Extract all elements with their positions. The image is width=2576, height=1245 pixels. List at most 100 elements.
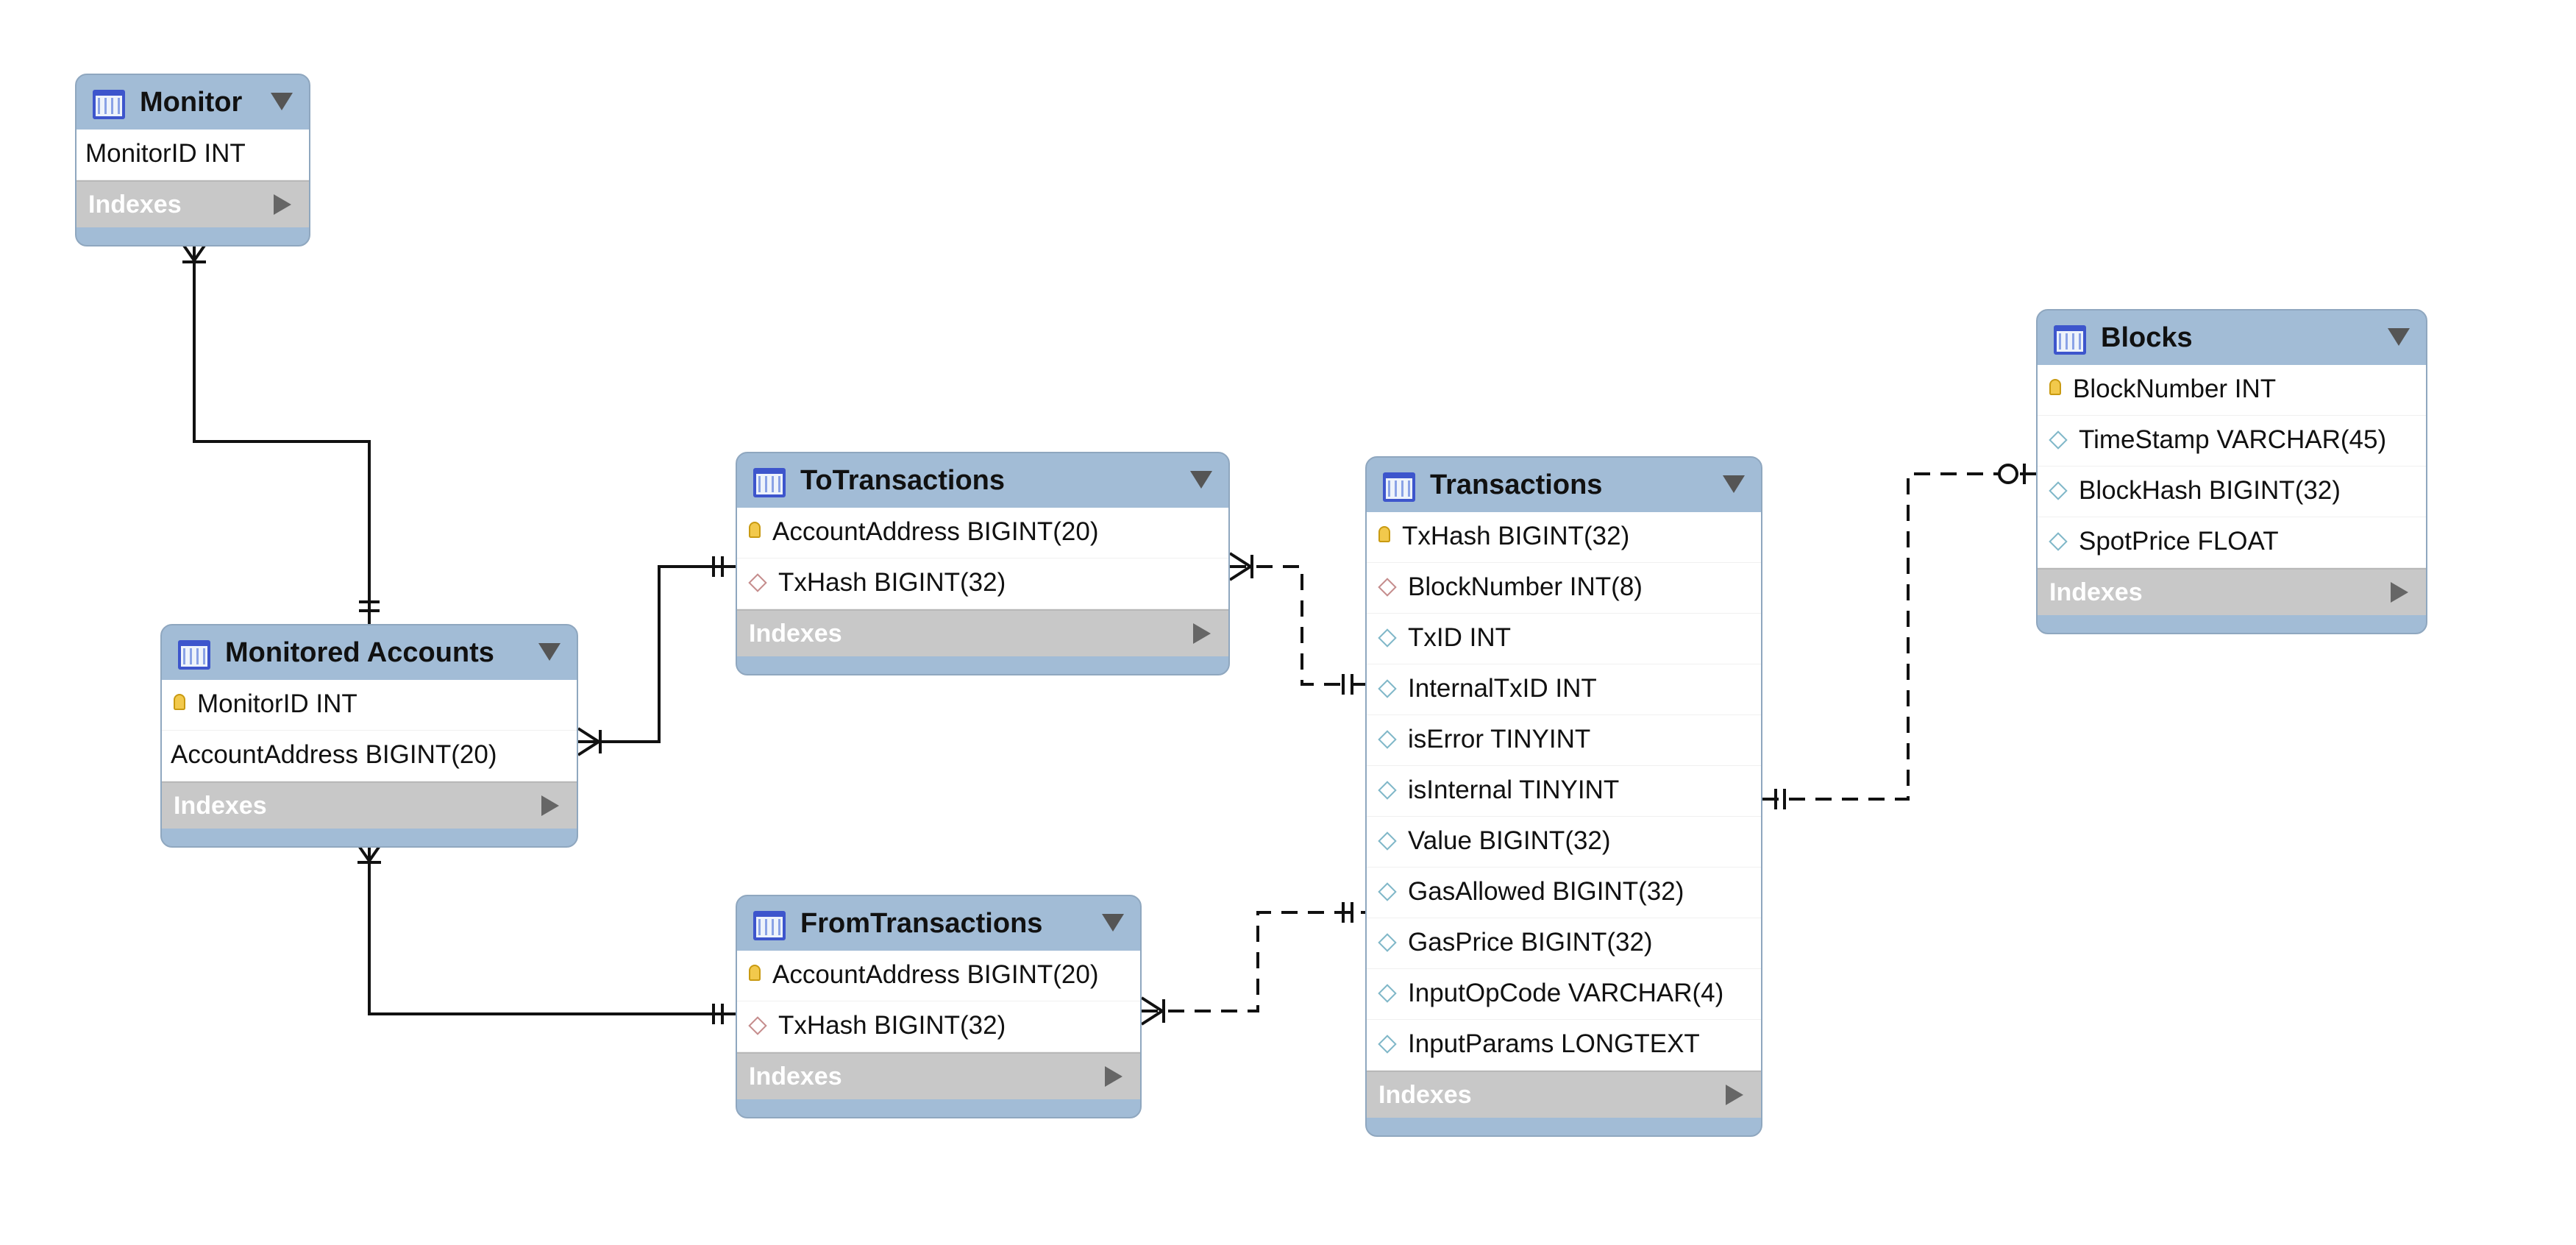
exactly-one-marker bbox=[1774, 789, 1786, 809]
table-title: ToTransactions bbox=[800, 465, 1006, 496]
dropdown-triangle-icon[interactable] bbox=[2388, 328, 2410, 346]
column-name: InputParams LONGTEXT bbox=[1408, 1029, 1700, 1058]
table-footer bbox=[162, 829, 577, 846]
table-footer bbox=[737, 1099, 1140, 1117]
expand-arrow-icon[interactable] bbox=[1193, 623, 1211, 644]
dropdown-triangle-icon[interactable] bbox=[1723, 475, 1745, 493]
column-row[interactable]: BlockHash BIGINT(32) bbox=[2038, 467, 2426, 517]
column-row[interactable]: isError TINYINT bbox=[1367, 715, 1761, 766]
column-name: TxID INT bbox=[1408, 623, 1511, 652]
column-row[interactable]: BlockNumber INT bbox=[2038, 365, 2426, 416]
relationship-transactions-blocks bbox=[1762, 472, 2036, 801]
expand-arrow-icon[interactable] bbox=[541, 795, 559, 816]
column-row[interactable]: SpotPrice FLOAT bbox=[2038, 517, 2426, 568]
column-diamond-icon bbox=[1378, 628, 1397, 648]
table-icon bbox=[753, 468, 786, 497]
column-diamond-icon bbox=[2049, 532, 2068, 551]
column-diamond-icon bbox=[1378, 882, 1397, 901]
table-title: Transactions bbox=[1430, 469, 1603, 500]
column-name: isInternal TINYINT bbox=[1408, 776, 1620, 804]
table-header: Monitored Accounts bbox=[162, 625, 577, 680]
column-diamond-icon bbox=[1378, 1035, 1397, 1054]
exactly-one-marker bbox=[712, 1004, 724, 1024]
expand-arrow-icon[interactable] bbox=[2391, 582, 2408, 603]
dropdown-triangle-icon[interactable] bbox=[538, 643, 561, 661]
column-row[interactable]: isInternal TINYINT bbox=[1367, 766, 1761, 817]
indexes-label: Indexes bbox=[749, 1063, 842, 1090]
column-row[interactable]: TxID INT bbox=[1367, 614, 1761, 664]
table-header: Transactions bbox=[1367, 458, 1761, 512]
column-row[interactable]: BlockNumber INT(8) bbox=[1367, 563, 1761, 614]
expand-arrow-icon[interactable] bbox=[1105, 1066, 1122, 1087]
column-diamond-icon bbox=[1378, 730, 1397, 749]
column-row[interactable]: TxHash BIGINT(32) bbox=[737, 558, 1228, 609]
column-row[interactable]: AccountAddress BIGINT(20) bbox=[737, 508, 1228, 558]
column-name: BlockHash BIGINT(32) bbox=[2079, 476, 2341, 505]
table-icon bbox=[178, 640, 210, 670]
indexes-section[interactable]: Indexes bbox=[1367, 1071, 1761, 1118]
exactly-one-marker bbox=[1342, 902, 1353, 923]
table-footer bbox=[77, 227, 309, 245]
column-row[interactable]: GasAllowed BIGINT(32) bbox=[1367, 868, 1761, 918]
column-row[interactable]: InputParams LONGTEXT bbox=[1367, 1020, 1761, 1071]
column-name: GasAllowed BIGINT(32) bbox=[1408, 877, 1684, 906]
table-footer bbox=[2038, 615, 2426, 633]
column-row[interactable]: MonitorID INT bbox=[77, 130, 309, 180]
indexes-label: Indexes bbox=[1378, 1081, 1472, 1109]
key-icon bbox=[1378, 526, 1390, 542]
column-name: AccountAddress BIGINT(20) bbox=[171, 740, 497, 769]
expand-arrow-icon[interactable] bbox=[1726, 1085, 1743, 1105]
one-or-many-marker bbox=[1228, 552, 1253, 581]
relationship-monitor-monitored-accounts bbox=[193, 241, 371, 624]
key-icon bbox=[749, 522, 761, 538]
dropdown-triangle-icon[interactable] bbox=[1190, 471, 1212, 489]
column-row[interactable]: InternalTxID INT bbox=[1367, 664, 1761, 715]
relationship-to-transactions-transactions bbox=[1230, 565, 1365, 686]
column-row[interactable]: MonitorID INT bbox=[162, 680, 577, 731]
column-diamond-icon bbox=[2049, 481, 2068, 500]
indexes-section[interactable]: Indexes bbox=[162, 781, 577, 829]
column-row[interactable]: AccountAddress BIGINT(20) bbox=[737, 951, 1140, 1001]
column-name: SpotPrice FLOAT bbox=[2079, 527, 2279, 556]
column-row[interactable]: InputOpCode VARCHAR(4) bbox=[1367, 969, 1761, 1020]
indexes-section[interactable]: Indexes bbox=[77, 180, 309, 227]
key-icon bbox=[749, 965, 761, 981]
column-row[interactable]: TimeStamp VARCHAR(45) bbox=[2038, 416, 2426, 467]
column-name: TxHash BIGINT(32) bbox=[1402, 522, 1630, 550]
column-diamond-icon bbox=[1378, 984, 1397, 1003]
zero-marker bbox=[1998, 464, 2018, 484]
column-row[interactable]: TxHash BIGINT(32) bbox=[1367, 512, 1761, 563]
relationship-monitored-accounts-to-transactions bbox=[578, 565, 736, 743]
one-or-many-marker bbox=[179, 240, 209, 263]
column-name: BlockNumber INT(8) bbox=[1408, 572, 1643, 601]
column-row[interactable]: TxHash BIGINT(32) bbox=[737, 1001, 1140, 1052]
table-icon bbox=[753, 911, 786, 940]
column-row[interactable]: AccountAddress BIGINT(20) bbox=[162, 731, 577, 781]
foreign-key-diamond-icon bbox=[1378, 578, 1397, 597]
column-row[interactable]: GasPrice BIGINT(32) bbox=[1367, 918, 1761, 969]
column-name: BlockNumber INT bbox=[2073, 375, 2277, 403]
column-name: MonitorID INT bbox=[197, 689, 357, 718]
column-diamond-icon bbox=[1378, 781, 1397, 800]
dropdown-triangle-icon[interactable] bbox=[1102, 914, 1124, 932]
indexes-section[interactable]: Indexes bbox=[737, 609, 1228, 656]
column-name: TxHash BIGINT(32) bbox=[778, 568, 1006, 597]
table-icon bbox=[2054, 325, 2086, 355]
column-row[interactable]: Value BIGINT(32) bbox=[1367, 817, 1761, 868]
table-footer bbox=[1367, 1118, 1761, 1135]
expand-arrow-icon[interactable] bbox=[274, 194, 291, 215]
dropdown-triangle-icon[interactable] bbox=[271, 93, 293, 110]
column-name: InputOpCode VARCHAR(4) bbox=[1408, 979, 1724, 1007]
table-header: ToTransactions bbox=[737, 453, 1228, 508]
indexes-section[interactable]: Indexes bbox=[737, 1052, 1140, 1099]
column-name: isError TINYINT bbox=[1408, 725, 1591, 753]
indexes-section[interactable]: Indexes bbox=[2038, 568, 2426, 615]
key-icon bbox=[174, 694, 185, 710]
